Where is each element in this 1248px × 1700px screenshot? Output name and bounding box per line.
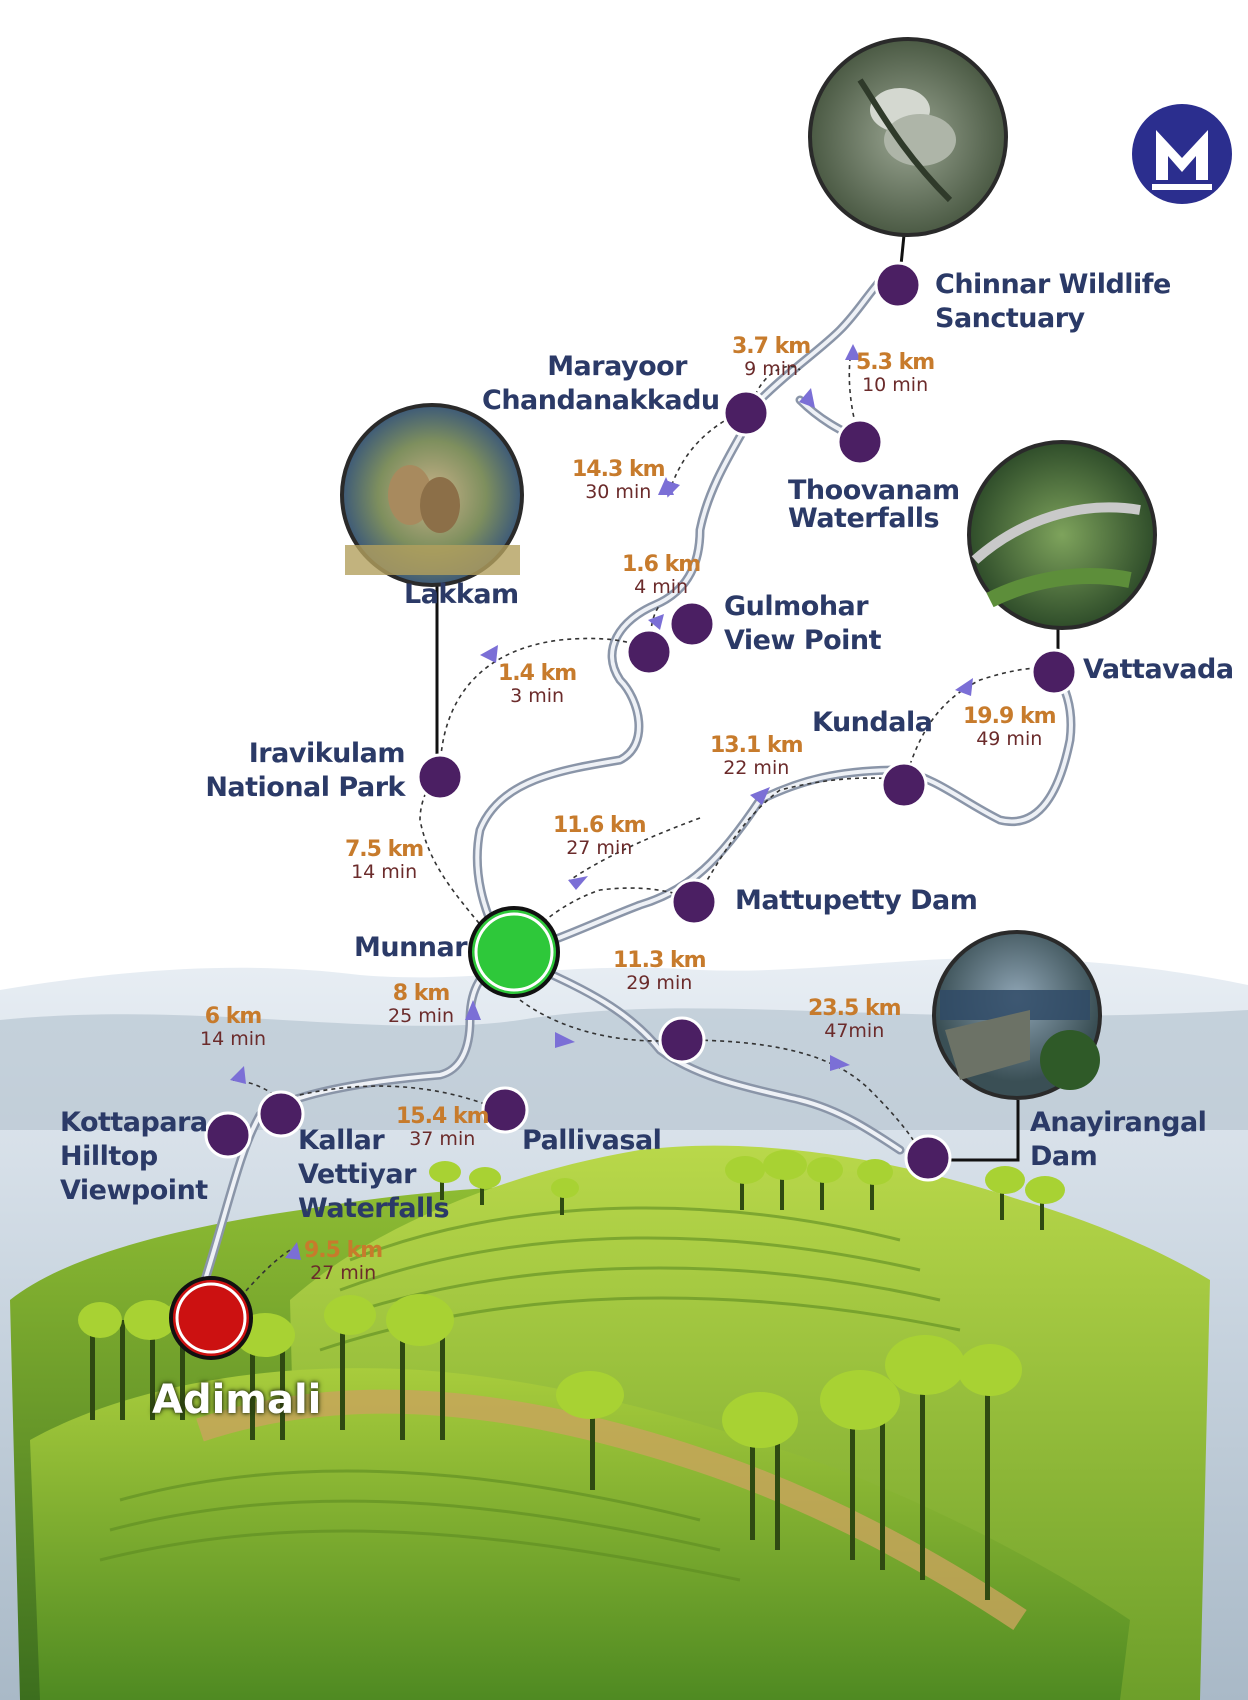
stop-kundala[interactable] — [880, 761, 928, 809]
photo-anayirangal — [930, 930, 1102, 1162]
photo-lakkam — [340, 403, 524, 760]
stop-thoovanam[interactable] — [836, 418, 884, 466]
label-chinnar: Chinnar Wildlife Sanctuary — [935, 269, 1171, 334]
logo — [1132, 104, 1232, 204]
stop-marayoor[interactable] — [722, 389, 770, 437]
stop-mattupetty[interactable] — [670, 878, 718, 926]
label-munnar: Munnar — [354, 932, 468, 963]
photo-chinnar — [808, 37, 1008, 276]
direction-arrows — [230, 344, 973, 1260]
roads — [200, 265, 1076, 1285]
stop-unnamed[interactable] — [658, 1016, 706, 1064]
label-lakkam: Lakkam — [404, 579, 519, 610]
stop-gulmohar-2[interactable] — [625, 628, 673, 676]
label-thoovanam: Thoovanam Waterfalls — [788, 475, 960, 534]
stop-chinnar[interactable] — [874, 261, 922, 309]
stop-vattavada[interactable] — [1030, 648, 1078, 696]
label-gulmohar: Gulmohar View Point — [724, 591, 882, 656]
stop-pallivasal[interactable] — [481, 1086, 529, 1134]
hub-munnar[interactable] — [468, 906, 560, 998]
hub-adimali[interactable] — [169, 1276, 253, 1360]
stop-kottapara[interactable] — [204, 1111, 252, 1159]
label-mattupetty: Mattupetty Dam — [735, 885, 978, 916]
label-iravikulam: Iravikulam National Park — [205, 738, 405, 803]
stop-gulmohar[interactable] — [668, 600, 716, 648]
stops — [204, 261, 1078, 1182]
stop-iravikulam[interactable] — [416, 753, 464, 801]
label-vattavada: Vattavada — [1083, 654, 1234, 685]
label-anayirangal: Anayirangal Dam — [1030, 1107, 1207, 1172]
stop-anayirangal[interactable] — [904, 1134, 952, 1182]
label-kottapara: Kottapara Hilltop Viewpoint — [60, 1107, 208, 1206]
label-marayoor: Marayoor Chandanakkadu — [482, 351, 720, 416]
label-adimali: Adimali — [152, 1377, 322, 1423]
photo-vattavada — [967, 440, 1157, 665]
label-kallar: Kallar Vettiyar Waterfalls — [298, 1125, 450, 1224]
label-kundala: Kundala — [812, 707, 933, 738]
label-pallivasal: Pallivasal — [522, 1125, 662, 1156]
stop-kallar[interactable] — [257, 1090, 305, 1138]
